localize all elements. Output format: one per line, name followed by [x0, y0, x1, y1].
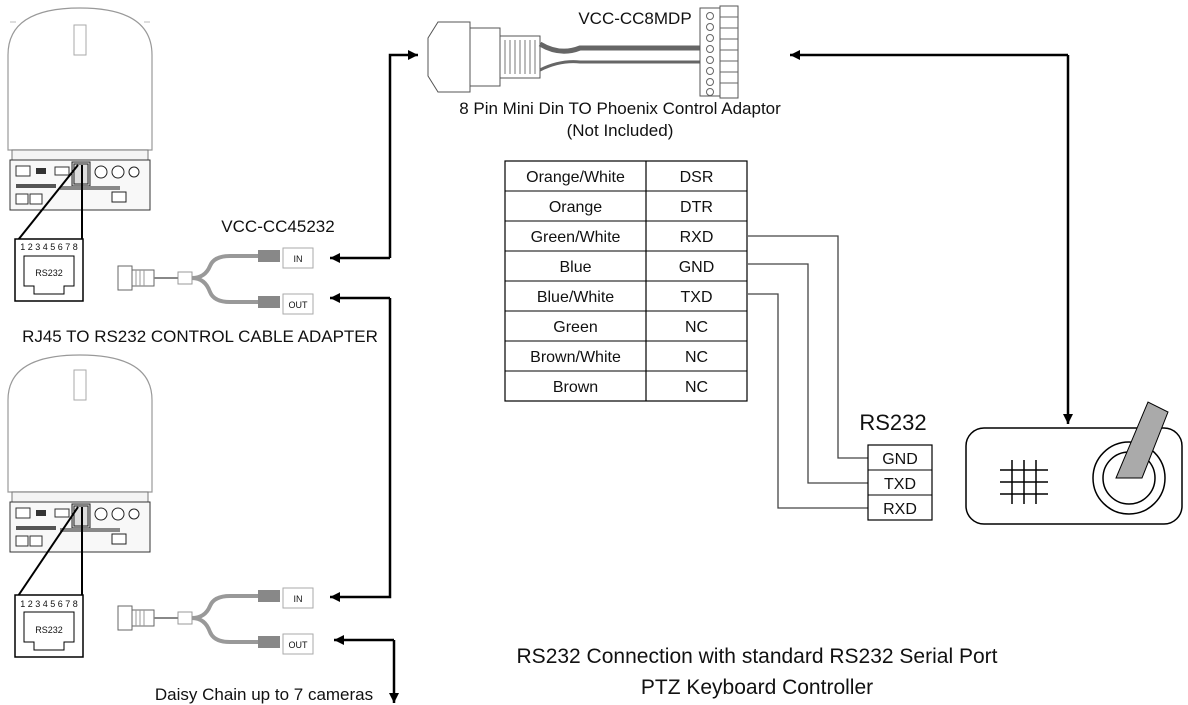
diagram-caption-line2: PTZ Keyboard Controller	[641, 676, 873, 699]
keypad-icon	[1000, 460, 1048, 504]
ptz-camera-top	[7, 7, 153, 241]
pin-table-signal: RXD	[680, 229, 714, 246]
connection-arrows-left	[330, 50, 418, 703]
rj45-rs232-cable-bottom: IN OUT	[117, 587, 314, 655]
port-label: RS232	[35, 268, 63, 278]
adaptor-note-label: (Not Included)	[567, 121, 674, 140]
diagram-caption-line1: RS232 Connection with standard RS232 Ser…	[517, 645, 998, 668]
rj45-port-callout-bottom: 1 2 3 4 5 6 7 8 RS232	[14, 594, 84, 658]
pin-table-wire-color: Green	[553, 319, 597, 336]
pin-table-signal: NC	[685, 349, 708, 366]
pin-table-signal: NC	[685, 379, 708, 396]
pin-table-wire-color: Brown	[553, 379, 598, 396]
pin-table-wire-color: Blue	[559, 259, 591, 276]
pin-table-wire-color: Orange	[549, 199, 602, 216]
port-label: RS232	[35, 625, 63, 635]
ptz-camera-bottom	[7, 354, 153, 597]
rs232-wiring-lines	[748, 235, 868, 509]
pin-table-wire-color: Brown/White	[530, 349, 621, 366]
pin-table-wire-color: Blue/White	[537, 289, 614, 306]
camera-rear-panel-ports	[15, 161, 140, 205]
cable-in-label: IN	[294, 594, 303, 604]
pin-table-wire-color: Green/White	[531, 229, 621, 246]
port-pin-numbers: 1 2 3 4 5 6 7 8	[20, 242, 78, 252]
pin-table-signal: DSR	[680, 169, 714, 186]
cable-model-label: VCC-CC45232	[221, 217, 334, 236]
pin-table-wire-color: Orange/White	[526, 169, 625, 186]
pin-mapping-table: Orange/White DSR Orange DTR Green/White RXD Bl…	[504, 160, 748, 402]
adaptor-description-label: 8 Pin Mini Din TO Phoenix Control Adapto…	[459, 99, 781, 118]
rs232-port-block: RS232 GND TXD RXD	[859, 410, 933, 521]
cable-out-label: OUT	[289, 640, 309, 650]
cable-in-label: IN	[294, 254, 303, 264]
rs232-pin-rxd: RXD	[883, 501, 917, 518]
daisy-chain-label: Daisy Chain up to 7 cameras	[155, 685, 373, 704]
cable-out-label: OUT	[289, 300, 309, 310]
rs232-pin-txd: TXD	[884, 476, 916, 493]
rj45-port-callout-top: 1 2 3 4 5 6 7 8 RS232	[14, 238, 84, 302]
mini-din-phoenix-adaptor	[427, 5, 739, 99]
cable-description-label: RJ45 TO RS232 CONTROL CABLE ADAPTER	[22, 327, 378, 346]
joystick-icon	[1092, 401, 1169, 515]
port-pin-numbers: 1 2 3 4 5 6 7 8	[20, 599, 78, 609]
rs232-port-title: RS232	[859, 410, 926, 435]
rs232-pin-gnd: GND	[882, 451, 918, 468]
pin-table-signal: TXD	[681, 289, 713, 306]
connection-arrows-right	[790, 50, 1073, 424]
pin-table-signal: NC	[685, 319, 708, 336]
rj45-rs232-cable-top: IN OUT	[117, 247, 314, 315]
adaptor-model-label: VCC-CC8MDP	[578, 9, 691, 28]
ptz-keyboard-controller	[965, 401, 1183, 525]
pin-table-signal: DTR	[680, 199, 713, 216]
pin-table-signal: GND	[679, 259, 715, 276]
